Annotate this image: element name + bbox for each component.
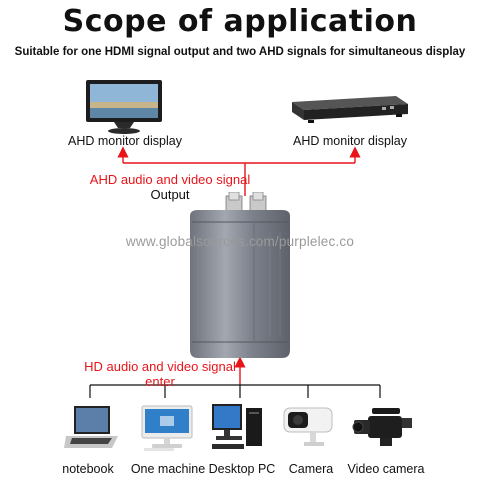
desktop-pc-icon [212,404,262,449]
input-signal-line2: enter [145,374,175,389]
security-camera-icon [283,407,333,446]
output-label-monitor: AHD monitor display [68,134,182,148]
all-in-one-pc-icon [141,405,193,451]
source-label-video-camera: Video camera [347,462,425,476]
watermark: www.globalsources.com/purplelec.co [125,234,355,249]
source-label-notebook: notebook [62,462,114,476]
output-signal-label: AHD audio and video signal Output [70,172,270,202]
source-label-desktop-pc: Desktop PC [208,462,276,476]
converter-box [190,192,290,358]
output-signal-line1: AHD audio and video signal [89,172,251,187]
input-signal-label: HD audio and video signal enter [80,359,240,389]
output-signal-line2: Output [150,187,190,202]
output-label-recorder: AHD monitor display [293,134,407,148]
dvr-recorder-icon [292,96,408,123]
monitor-icon [86,80,162,134]
input-signal-line1: HD audio and video signal [84,359,236,374]
video-camera-icon [352,408,412,446]
source-label-one-machine: One machine [130,462,206,476]
page-title: Scope of application [62,4,418,39]
page-subtitle: Suitable for one HDMI signal output and … [14,46,466,58]
source-label-camera: Camera [288,462,334,476]
laptop-icon [64,406,118,448]
